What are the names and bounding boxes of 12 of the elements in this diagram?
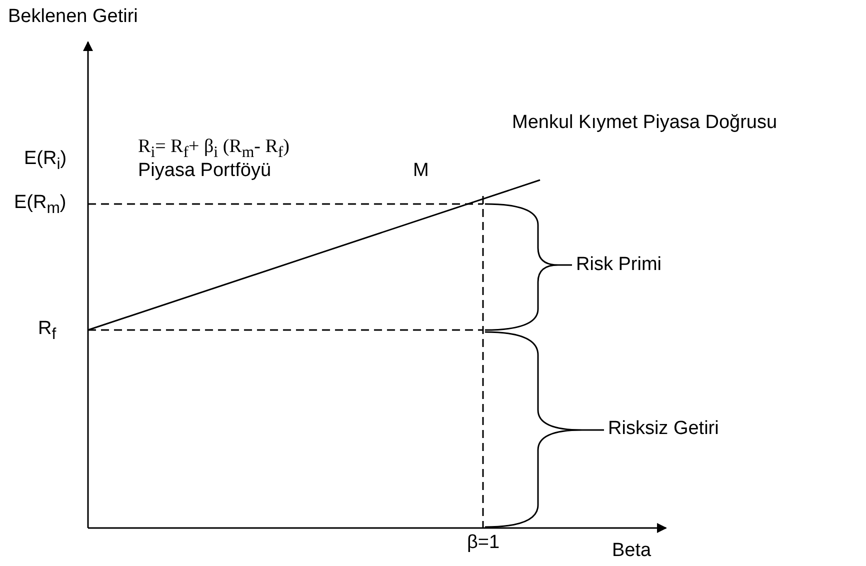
axis-title: Beklenen Getiri (8, 6, 138, 28)
axis-label: E(R$_{m}$) (14, 192, 66, 218)
brace-label: Risksiz Getiri (608, 418, 719, 440)
brace-label: Risk Primi (576, 254, 662, 276)
axis-label: E(R$_{i}$) (24, 148, 67, 174)
axis-label: R$_{f}$ (38, 318, 56, 344)
axis-label: β=1 (467, 532, 500, 554)
point-label: M (413, 160, 429, 182)
line-label: Menkul Kıymet Piyasa Doğrusu (512, 112, 778, 134)
axis-title: Beta (612, 540, 652, 562)
formula-text: R$_{i}$= R$_{f}$+ β$_{i}$ (R$_{m}$- R$_{f}$) (138, 136, 290, 162)
annotation-text: Piyasa Portföyü (138, 160, 272, 182)
